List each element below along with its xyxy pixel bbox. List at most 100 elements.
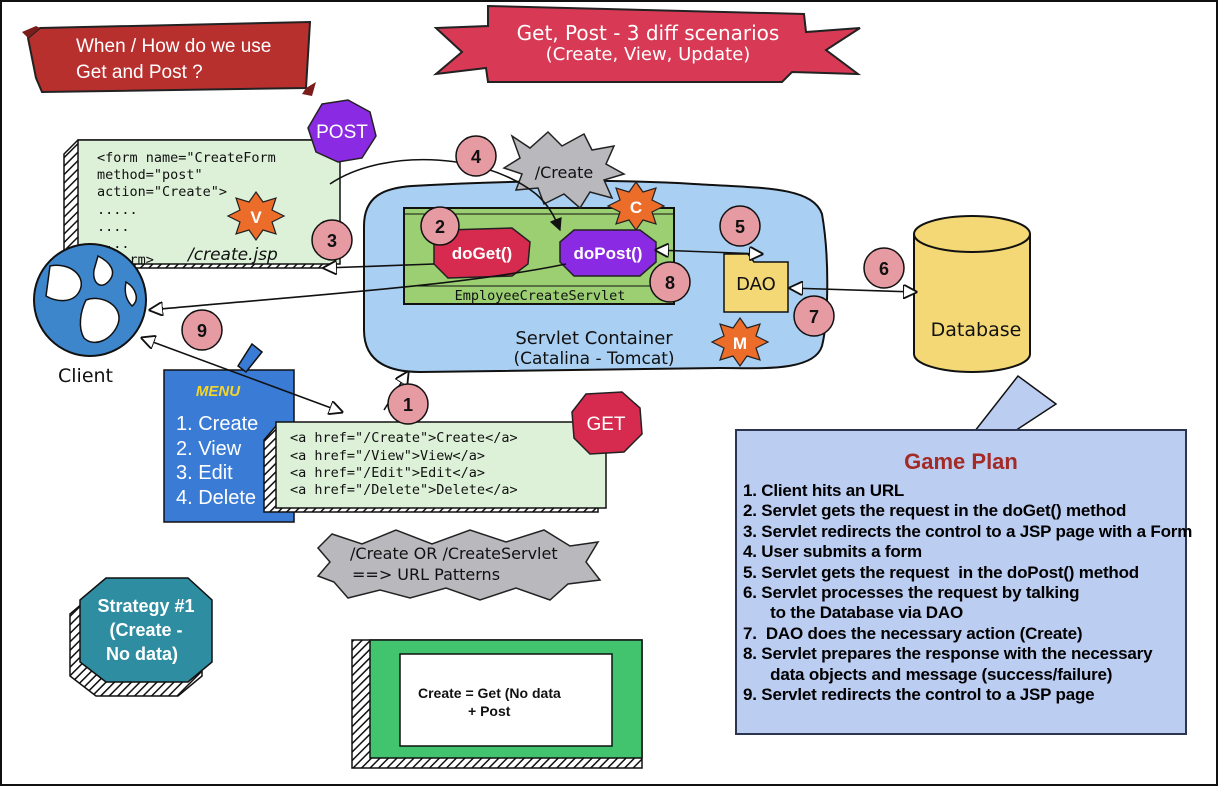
menu-item-edit: 3. Edit: [176, 462, 233, 484]
svg-text:1: 1: [403, 395, 413, 415]
url-patterns-star: /Create OR /CreateServlet ==> URL Patter…: [316, 529, 602, 601]
controller-star-badge: C: [606, 180, 666, 232]
dopost-method: doPost(): [559, 229, 657, 277]
strategy-line3: No data): [106, 644, 178, 664]
post-badge: POST: [307, 99, 377, 163]
step-4: 4: [455, 135, 497, 177]
create-jsp-form-card: <form name="CreateForm method="post" act…: [63, 139, 344, 269]
model-star-label: M: [733, 334, 747, 353]
database-cylinder: Database: [913, 215, 1031, 373]
game-plan-item: to the Database via DAO: [743, 603, 963, 623]
strategy-line1: Strategy #1: [97, 596, 194, 616]
database-label: Database: [931, 319, 1022, 341]
controller-star-label: C: [630, 198, 642, 217]
doget-method: doGet(): [433, 227, 531, 279]
menu-item-view: 2. View: [176, 437, 242, 460]
jsp-label: /create.jsp: [186, 245, 278, 265]
link-line: <a href="/Delete">Delete</a>: [290, 482, 518, 498]
client-globe: Client: [33, 243, 147, 387]
create-url-star: /Create: [502, 130, 626, 210]
menu-item-create: 1. Create: [176, 413, 259, 435]
view-star-label: V: [250, 208, 262, 227]
game-plan-list: 1. Client hits an URL 2. Servlet gets th…: [743, 481, 1192, 705]
get-badge-label: GET: [586, 414, 625, 435]
step-2: 2: [420, 206, 460, 246]
game-plan-item: 8. Servlet prepares the response with th…: [743, 644, 1153, 664]
game-plan-box: Game Plan 1. Client hits an URL 2. Servl…: [735, 429, 1192, 735]
link-line: <a href="/Create">Create</a>: [290, 430, 518, 446]
menu-title: MENU: [196, 383, 241, 400]
create-url-label: /Create: [535, 163, 594, 182]
model-star-badge: M: [710, 316, 770, 368]
banner-get-post-scenarios: Get, Post - 3 diff scenarios (Create, Vi…: [432, 4, 862, 83]
game-plan-item: 1. Client hits an URL: [743, 481, 905, 500]
dao-folder: DAO: [723, 253, 789, 313]
svg-text:2: 2: [435, 217, 445, 237]
game-plan-item: 6. Servlet processes the request by talk…: [743, 583, 1080, 603]
game-plan-item: 2. Servlet gets the request in the doGet…: [743, 501, 1127, 521]
step-5: 5: [719, 205, 761, 247]
banner-left-line1: When / How do we use: [76, 36, 271, 57]
arrow-step-6: [790, 288, 916, 292]
url-patterns-line1: /Create OR /CreateServlet: [350, 544, 558, 563]
dopost-label: doPost(): [574, 244, 643, 263]
arrow-client-menu: [142, 338, 342, 412]
container-label-line1: Servlet Container: [515, 328, 673, 349]
strategy-octagon: Strategy #1 (Create - No data): [69, 577, 213, 697]
game-plan-item: 5. Servlet gets the request in the doPos…: [743, 562, 1139, 582]
arrow-step-3: [324, 264, 435, 268]
svg-text:9: 9: [197, 321, 207, 341]
step-markers: 1 2 3 4 5 6 7 8: [181, 135, 905, 425]
form-line: .....: [97, 202, 138, 218]
arrow-step-9: [150, 263, 567, 310]
doget-label: doGet(): [452, 244, 512, 263]
svg-text:4: 4: [471, 147, 481, 167]
step-7: 7: [793, 295, 835, 337]
arrow-step-5: [656, 250, 762, 254]
game-plan-item: 7. DAO does the necessary action (Create…: [743, 623, 1083, 643]
svg-text:7: 7: [809, 307, 819, 327]
banner-when-how: When / How do we use Get and Post ?: [22, 20, 316, 96]
container-label-line2: (Catalina - Tomcat): [513, 349, 674, 369]
link-line: <a href="/Edit">Edit</a>: [290, 465, 485, 481]
arrow-step-4: [329, 158, 562, 232]
client-label: Client: [58, 365, 113, 387]
form-line: ....: [97, 219, 130, 235]
form-line: action="Create">: [97, 184, 227, 200]
dao-label: DAO: [736, 274, 776, 295]
banner-top-line2: (Create, View, Update): [546, 44, 751, 65]
view-star-badge: V: [226, 190, 286, 242]
svg-text:5: 5: [735, 217, 745, 237]
url-patterns-line2: ==> URL Patterns: [352, 565, 500, 584]
step-1: 1: [387, 383, 429, 425]
post-badge-label: POST: [316, 122, 368, 143]
form-line: <form name="CreateForm: [97, 150, 276, 166]
menu-list: 1. Create 2. View 3. Edit 4. Delete: [176, 412, 258, 510]
step-6: 6: [863, 247, 905, 289]
get-badge: GET: [571, 391, 643, 455]
banner-left-line2: Get and Post ?: [76, 62, 203, 83]
game-plan-item: 4. User submits a form: [743, 542, 922, 562]
step-3: 3: [311, 219, 353, 261]
strategy-line2: (Create -: [109, 620, 182, 640]
create-summary-line2: + Post: [468, 703, 511, 719]
form-line: method="post": [97, 167, 203, 183]
svg-text:3: 3: [327, 231, 337, 251]
banner-top-line1: Get, Post - 3 diff scenarios: [517, 21, 780, 45]
game-plan-item: data objects and message (success/failur…: [743, 664, 1113, 684]
svg-text:8: 8: [665, 273, 675, 293]
game-plan-item: 3. Servlet redirects the control to a JS…: [743, 521, 1193, 541]
servlet-name: EmployeeCreateServlet: [455, 288, 626, 304]
create-summary-box: Create = Get (No data + Post: [351, 639, 643, 769]
links-card: <a href="/Create">Create</a> <a href="/V…: [263, 421, 610, 513]
step-8: 8: [649, 261, 691, 303]
step-9: 9: [181, 309, 223, 351]
game-plan-title: Game Plan: [904, 449, 1018, 474]
link-line: <a href="/View">View</a>: [290, 448, 485, 464]
game-plan-item: 9. Servlet redirects the control to a JS…: [743, 685, 1095, 705]
svg-text:6: 6: [879, 259, 889, 279]
create-summary-line1: Create = Get (No data: [418, 685, 561, 701]
